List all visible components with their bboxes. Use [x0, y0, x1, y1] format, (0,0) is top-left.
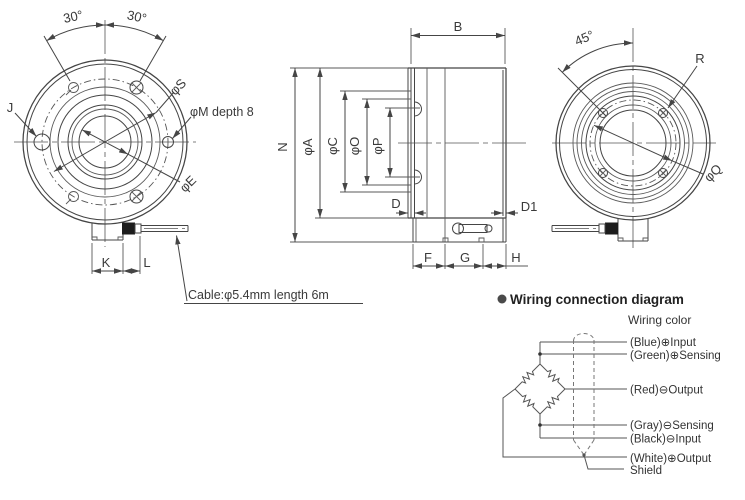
front-cable: [122, 222, 189, 235]
dim-phi-c: [340, 90, 411, 193]
leader-j: [14, 112, 37, 137]
resistor-bottom-left: [517, 391, 538, 412]
cable-note: Cable:φ5.4mm length 6m: [188, 288, 329, 302]
leader-r: [667, 65, 698, 109]
junction-dot-gray: [538, 423, 542, 427]
side-cable-boss: [412, 218, 507, 243]
h-label: H: [511, 250, 520, 265]
wire-label-shield: Shield: [630, 465, 662, 477]
dim-f-g-h: [412, 244, 528, 269]
wiring-color-label: Wiring color: [628, 313, 691, 327]
rear-outer-circle: [555, 65, 711, 221]
dim-phi-a: [315, 68, 408, 219]
angle-right-label: 30°: [126, 7, 148, 26]
wire-label-blue: (Blue)⊕Input: [630, 337, 697, 349]
side-view: B N φA φC φO φP D D1 F G H: [275, 19, 537, 269]
dim-phi-e: [81, 129, 181, 183]
angle-30-dimension: [43, 22, 167, 82]
cable-note-leader: [175, 235, 363, 304]
resistor-top-left: [517, 366, 538, 387]
dim-n: [290, 67, 413, 243]
phi-m-label: φM depth 8: [190, 105, 254, 119]
resistor-top-right: [542, 366, 563, 387]
wiring-heading: Wiring connection diagram: [510, 292, 684, 307]
junction-dot-green: [538, 352, 542, 356]
b-label: B: [454, 19, 463, 34]
phi-o-label: φO: [347, 137, 362, 156]
rear-view: 45° R φQ: [551, 27, 725, 248]
rear-cable: [551, 222, 618, 235]
resistor-bottom-right: [542, 391, 563, 412]
phi-c-label: φC: [325, 137, 340, 155]
dim-phi-q: [593, 124, 704, 175]
wire-label-white: (White)⊕Output: [630, 453, 712, 465]
wire-white: [502, 388, 627, 458]
wire-label-green: (Green)⊕Sensing: [630, 350, 721, 362]
d-label: D: [391, 196, 400, 211]
phi-a-label: φA: [300, 138, 315, 155]
dim-phi-o: [362, 98, 411, 186]
wires: [502, 341, 627, 458]
wire-shield: [583, 454, 624, 470]
phi-q-label: φQ: [701, 161, 725, 185]
cable-sheath: [573, 333, 624, 470]
angle-left-label: 30°: [62, 7, 84, 26]
rear-bolt-circle: [589, 99, 677, 187]
f-label: F: [424, 250, 432, 265]
dim-b: [410, 28, 506, 64]
n-label: N: [275, 142, 290, 151]
screw-top-right: [129, 80, 144, 95]
bridge-circuit: [514, 363, 566, 415]
heading-bullet-icon: [497, 294, 507, 304]
angle-45-label: 45°: [572, 27, 596, 48]
angle-45-dimension: [557, 40, 634, 117]
g-label: G: [460, 250, 470, 265]
phi-p-label: φP: [370, 137, 385, 154]
wiring-diagram: Wiring connection diagram Wiring color: [497, 292, 721, 477]
front-bolt-circle: [41, 78, 169, 206]
tap-hole-bottom-left: [65, 191, 79, 205]
tap-hole-top-left: [65, 82, 79, 96]
front-view: 30° 30° J φS φM depth 8 φE K L Cable:φ5.…: [7, 7, 363, 304]
side-body-outline: [398, 67, 528, 219]
screw-bottom-right: [129, 189, 144, 204]
mount-hole-left-j: [33, 133, 51, 151]
dim-k-l: [91, 236, 141, 274]
k-label: K: [102, 255, 111, 270]
front-cable-boss: [91, 222, 124, 241]
wire-label-gray: (Gray)⊖Sensing: [630, 420, 714, 432]
wire-label-red: (Red)⊖Output: [630, 385, 704, 397]
j-label: J: [7, 100, 14, 115]
phi-s-label: φS: [166, 75, 189, 98]
dim-phi-p: [385, 107, 420, 178]
r-label: R: [695, 51, 704, 66]
d1-label: D1: [521, 199, 538, 214]
wire-label-black: (Black)⊖Input: [630, 434, 702, 446]
mount-hole-right-m: [162, 136, 174, 148]
leader-m: [172, 116, 192, 139]
front-outer-circle: [22, 59, 188, 225]
l-label: L: [143, 255, 150, 270]
